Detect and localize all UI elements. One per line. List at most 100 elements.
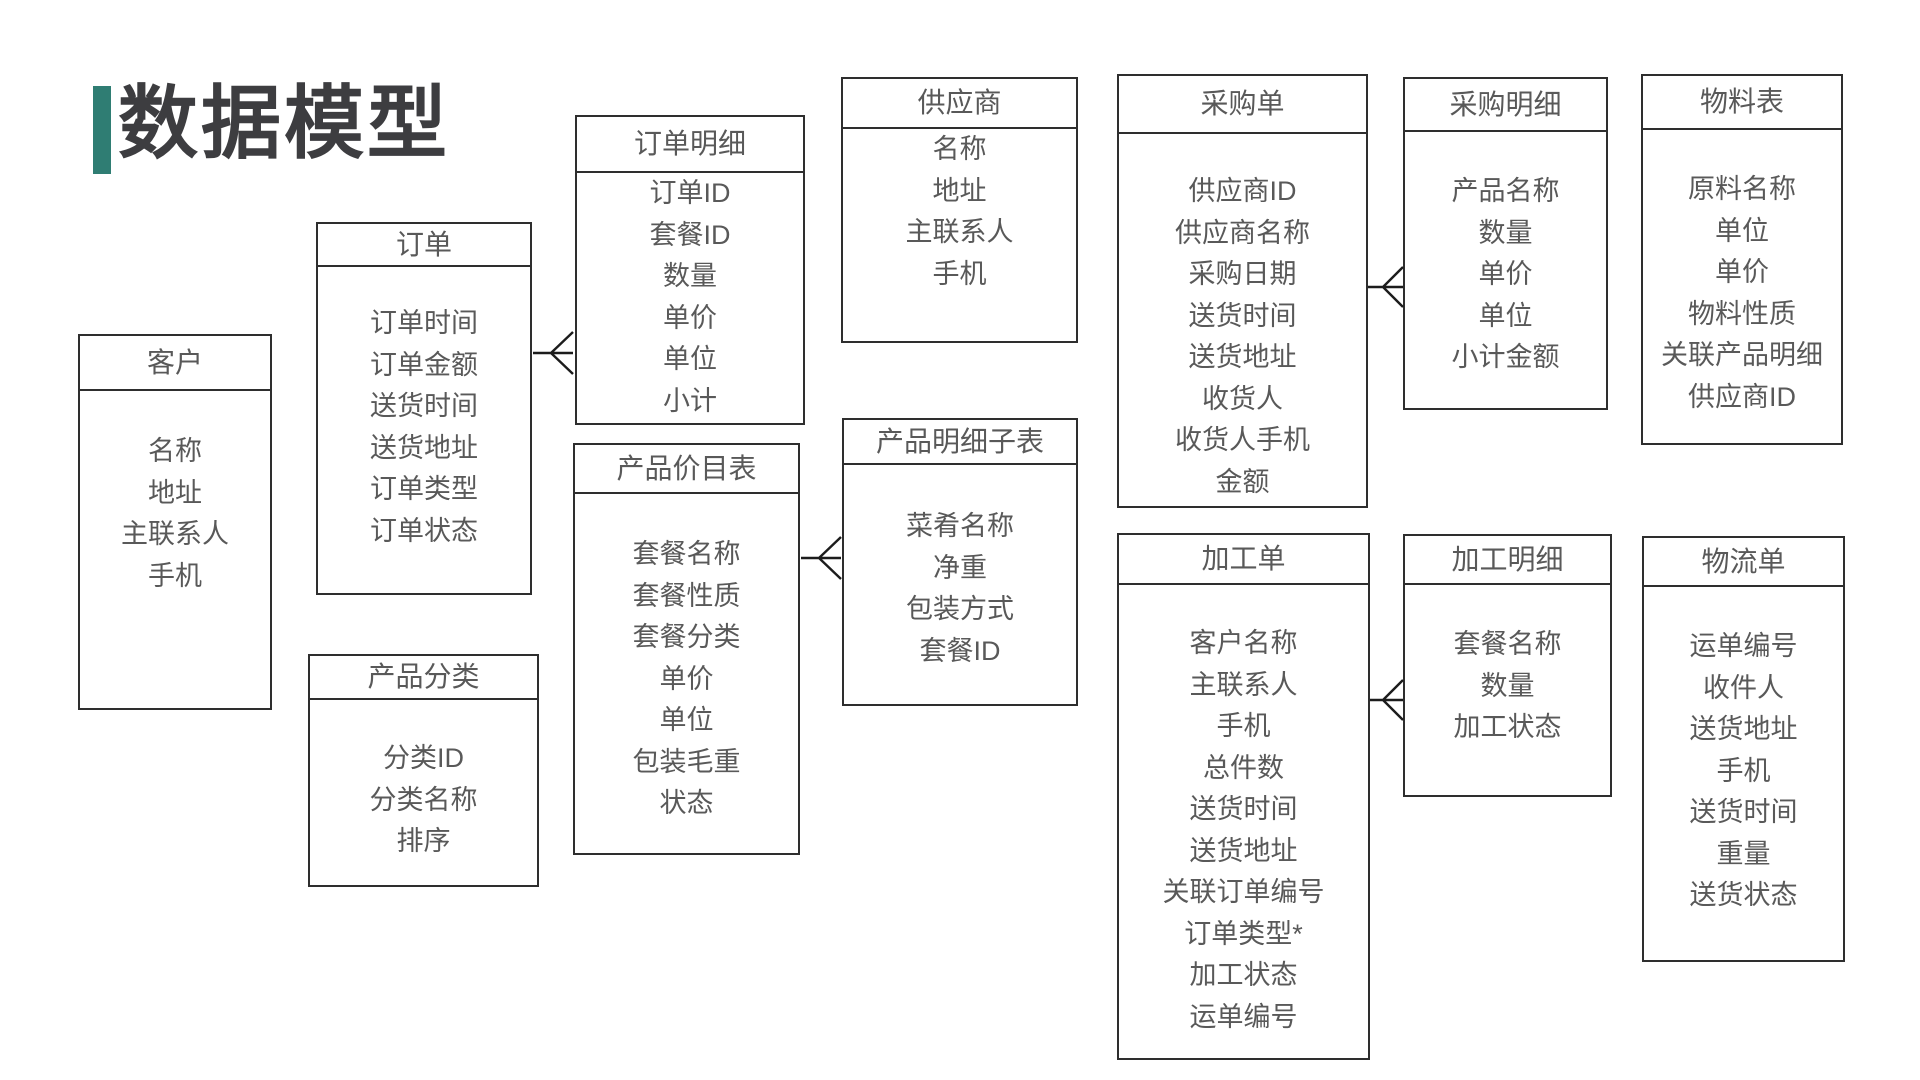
entity-field: 手机 (148, 560, 202, 591)
entity-field: 状态 (659, 788, 714, 818)
entity-order-detail: 订单明细 订单ID 套餐ID 数量单价单位小计 (575, 115, 805, 425)
entity-fields-customer: 名称地址主联系人手机 (80, 391, 270, 597)
entity-title-product-price-list: 产品价目表 (575, 445, 798, 494)
entity-fields-product-price-list: 套餐名称套餐性质套餐分类单价单位包装毛重状态 (575, 494, 798, 825)
entity-field: 送货时间 (1188, 300, 1297, 331)
entity-field: 采购日期 (1188, 259, 1297, 289)
entity-title-supplier: 供应商 (843, 79, 1076, 129)
entity-title-order-detail: 订单明细 (577, 117, 803, 173)
entity-product-category: 产品分类 分类ID 分类名称排序 (308, 654, 539, 887)
entity-fields-supplier: 名称地址主联系人手机 (843, 129, 1076, 295)
entity-field: 套餐ID (919, 635, 1001, 666)
entity-field: 主联系人 (121, 519, 229, 549)
entity-field: 菜肴名称 (906, 511, 1014, 541)
entity-field: 加工状态 (1189, 960, 1298, 990)
entity-process-order: 加工单 客户名称主联系人手机总件数送货时间送货地址关联订单编号订单类型* 加工状态… (1117, 533, 1370, 1060)
entity-field: 主联系人 (905, 217, 1014, 247)
entity-field: 手机 (1216, 711, 1271, 741)
entity-field: 收货人手机 (1175, 425, 1310, 455)
entity-fields-process-detail: 套餐名称数量加工状态 (1405, 585, 1610, 749)
entity-purchase-detail: 采购明细 产品名称数量单价单位小计金额 (1403, 77, 1608, 410)
entity-field: 原料名称 (1688, 174, 1796, 204)
entity-field: 收件人 (1703, 672, 1784, 703)
entity-fields-logistics-order: 运单编号收件人送货地址手机送货时间重量送货状态 (1644, 587, 1843, 917)
entity-field: 订单类型 (370, 474, 478, 504)
entity-field: 包装方式 (906, 594, 1014, 624)
entity-title-customer: 客户 (80, 336, 270, 391)
one-to-many-connector-process-processdetail (1370, 679, 1404, 721)
entity-field: 套餐名称 (1453, 629, 1562, 659)
entity-field: 单价 (1715, 257, 1769, 287)
entity-title-process-order: 加工单 (1119, 535, 1368, 585)
entity-field: 送货时间 (1189, 794, 1298, 824)
entity-field: 数量 (663, 261, 717, 291)
entity-field: 运单编号 (1689, 631, 1798, 661)
entity-field: 地址 (148, 477, 202, 508)
entity-field: 单价 (659, 663, 714, 694)
entity-field: 单位 (1715, 215, 1769, 246)
entity-field: 客户名称 (1189, 628, 1298, 658)
entity-field: 送货地址 (1188, 342, 1297, 372)
entity-field: 名称 (148, 436, 202, 466)
entity-field: 订单类型* (1184, 918, 1303, 949)
entity-field: 套餐分类 (632, 622, 741, 652)
one-to-many-connector-purchase-purchasedetail (1368, 266, 1404, 308)
entity-field: 总件数 (1203, 752, 1284, 783)
one-to-many-connector-order-orderdetail (533, 331, 574, 375)
entity-field: 单价 (1478, 259, 1533, 289)
entity-title-material-table: 物料表 (1643, 76, 1841, 130)
entity-field: 物料性质 (1688, 298, 1796, 329)
entity-title-order: 订单 (318, 224, 530, 267)
entity-field: 单位 (1478, 300, 1533, 331)
entity-field: 重量 (1716, 838, 1771, 869)
entity-title-product-category: 产品分类 (310, 656, 537, 700)
entity-field: 分类ID (383, 743, 464, 773)
entity-field: 运单编号 (1189, 1001, 1298, 1032)
entity-product-detail-subtable: 产品明细子表 菜肴名称净重包装方式套餐ID (842, 418, 1078, 706)
entity-field: 单位 (663, 344, 717, 374)
entity-field: 套餐性质 (632, 580, 741, 611)
entity-field: 包装毛重 (632, 746, 741, 777)
entity-fields-order: 订单时间订单金额送货时间送货地址订单类型订单状态 (318, 267, 530, 552)
entity-fields-process-order: 客户名称主联系人手机总件数送货时间送货地址关联订单编号订单类型* 加工状态运单编号 (1119, 585, 1368, 1038)
entity-field: 加工状态 (1453, 712, 1562, 742)
entity-fields-purchase-detail: 产品名称数量单价单位小计金额 (1405, 132, 1606, 379)
entity-customer: 客户 名称地址主联系人手机 (78, 334, 272, 710)
entity-field: 供应商名称 (1175, 217, 1310, 248)
entity-process-detail: 加工明细 套餐名称数量加工状态 (1403, 534, 1612, 797)
entity-field: 分类名称 (369, 784, 478, 815)
entity-field: 订单状态 (370, 515, 478, 546)
entity-field: 单位 (659, 705, 714, 735)
entity-field: 送货状态 (1689, 880, 1798, 910)
entity-field: 手机 (932, 258, 987, 289)
entity-field: 小计 (663, 385, 717, 416)
entity-title-purchase-order: 采购单 (1119, 76, 1366, 134)
entity-field: 净重 (933, 552, 987, 583)
entity-field: 数量 (1478, 217, 1533, 248)
entity-fields-material-table: 原料名称单位单价物料性质关联产品明细供应商ID (1643, 130, 1841, 418)
entity-field: 送货地址 (370, 432, 478, 463)
entity-field: 订单时间 (370, 308, 478, 338)
entity-field: 套餐ID (649, 219, 731, 250)
entity-order: 订单 订单时间订单金额送货时间送货地址订单类型订单状态 (316, 222, 532, 595)
entity-title-logistics-order: 物流单 (1644, 538, 1843, 587)
page-title: 数据模型 (118, 79, 450, 168)
entity-field: 排序 (396, 826, 451, 856)
entity-title-product-detail-subtable: 产品明细子表 (844, 420, 1076, 465)
entity-field: 送货时间 (370, 391, 478, 421)
entity-field: 主联系人 (1189, 669, 1298, 700)
entity-field: 关联产品明细 (1661, 340, 1823, 370)
entity-field: 关联订单编号 (1162, 877, 1325, 907)
entity-fields-product-detail-subtable: 菜肴名称净重包装方式套餐ID (844, 465, 1076, 672)
entity-field: 送货地址 (1189, 835, 1298, 866)
entity-field: 单价 (663, 302, 717, 333)
entity-field: 收货人 (1202, 383, 1283, 414)
entity-field: 手机 (1716, 755, 1771, 786)
entity-fields-product-category: 分类ID 分类名称排序 (310, 700, 537, 863)
entity-field: 名称 (932, 134, 987, 164)
entity-supplier: 供应商 名称地址主联系人手机 (841, 77, 1078, 343)
entity-logistics-order: 物流单 运单编号收件人送货地址手机送货时间重量送货状态 (1642, 536, 1845, 962)
entity-field: 订单ID (649, 178, 731, 208)
